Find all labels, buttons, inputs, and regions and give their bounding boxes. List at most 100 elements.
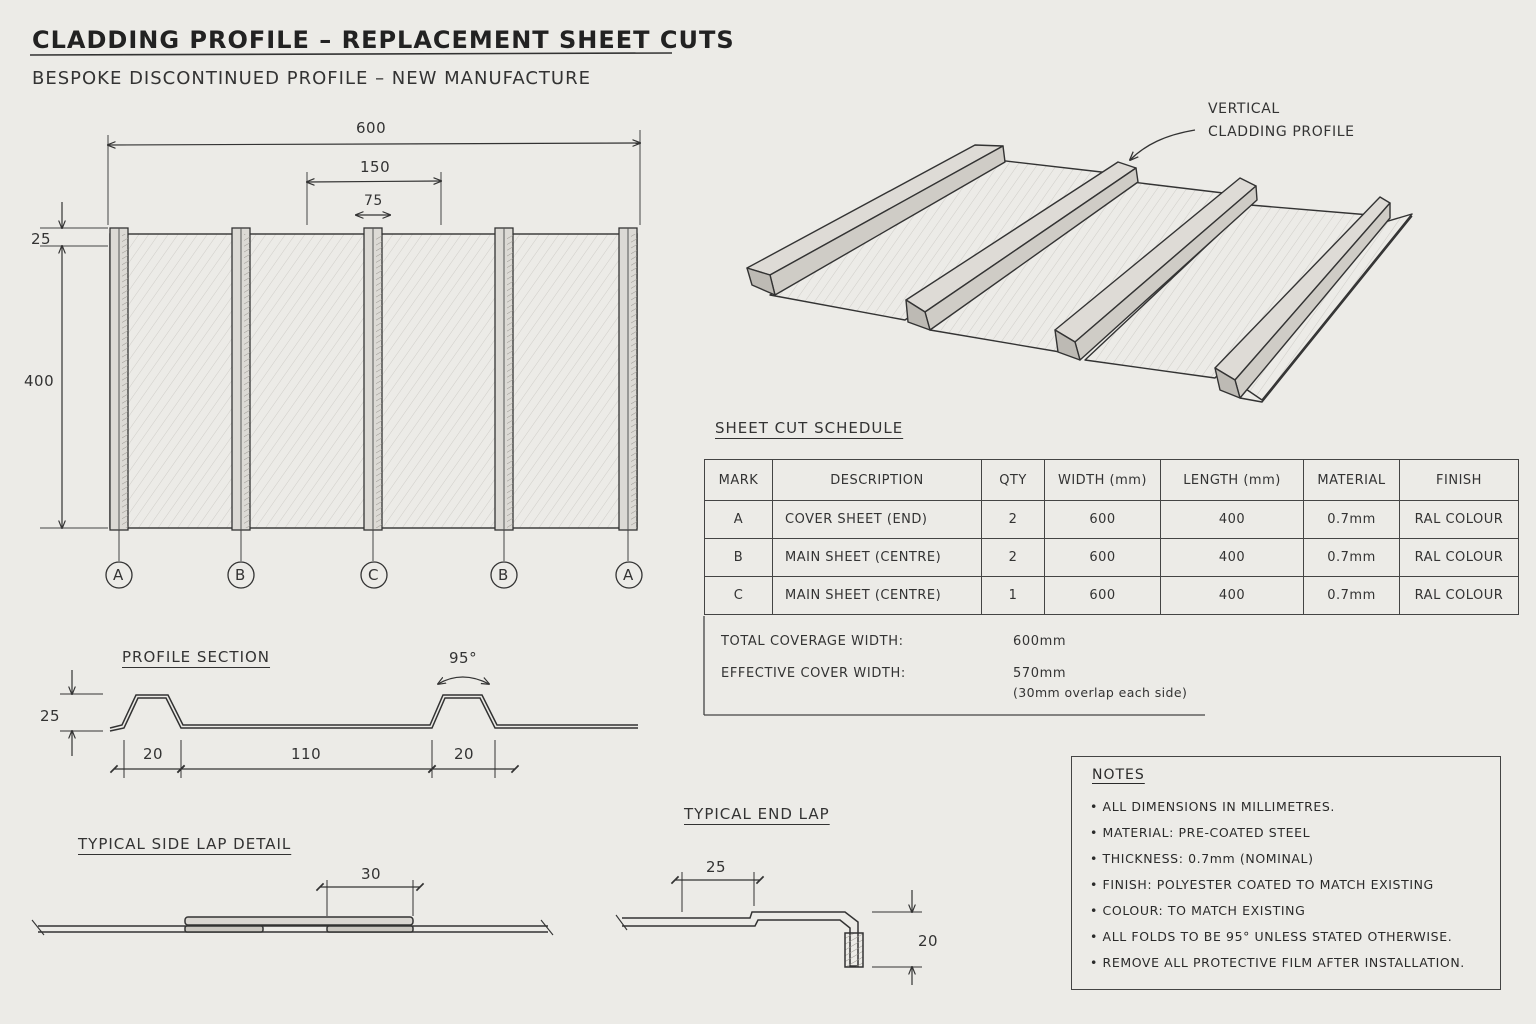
profile-angle: 95°: [449, 649, 478, 667]
grid-mark-1: A: [113, 566, 124, 584]
grid-mark-5: A: [623, 566, 634, 584]
col-finish: FINISH: [1399, 459, 1519, 501]
grid-leaders: [118, 530, 629, 561]
dim-line-150: [307, 181, 441, 182]
title-underline: [29, 52, 673, 56]
angle-arc: [438, 676, 489, 684]
table-row: A COVER SHEET (END) 2 600 400 0.7mm RAL …: [704, 500, 1519, 539]
note-item: FINISH: POLYESTER COATED TO MATCH EXISTI…: [1090, 875, 1465, 901]
total-coverage-label: TOTAL COVERAGE WIDTH:: [721, 634, 904, 649]
profile-dim-left: 20: [143, 745, 164, 763]
effective-cover-label: EFFECTIVE COVER WIDTH:: [721, 666, 906, 681]
side-lap-drawing: [31, 880, 554, 936]
col-length: LENGTH (mm): [1160, 459, 1304, 501]
isometric-profile-view: [746, 129, 1413, 403]
profile-dim-height: 25: [40, 707, 61, 725]
dim-25: 25: [31, 230, 52, 248]
iso-label-leader: [1130, 129, 1196, 160]
profile-section-drawing: [60, 670, 638, 778]
cell-material: 0.7mm: [1303, 538, 1400, 577]
iso-rib-1: [746, 144, 1006, 296]
cell-width: 600: [1044, 538, 1161, 577]
table-row: B MAIN SHEET (CENTRE) 2 600 400 0.7mm RA…: [704, 538, 1519, 577]
cell-material: 0.7mm: [1303, 500, 1400, 539]
note-item: COLOUR: TO MATCH EXISTING: [1090, 901, 1465, 927]
cell-description: MAIN SHEET (CENTRE): [772, 576, 982, 615]
col-mark: MARK: [704, 459, 773, 501]
col-width: WIDTH (mm): [1044, 459, 1161, 501]
elevation-rib-a-right: [618, 227, 638, 531]
grid-mark-4: B: [498, 566, 509, 584]
cell-qty: 2: [981, 538, 1045, 577]
iso-label-line1: VERTICAL: [1208, 101, 1280, 117]
cell-mark: A: [704, 500, 773, 539]
note-item: ALL FOLDS TO BE 95° UNLESS STATED OTHERW…: [1090, 927, 1465, 953]
note-item: THICKNESS: 0.7mm (NOMINAL): [1090, 849, 1465, 875]
elevation-rib-b-left: [231, 227, 251, 531]
profile-dim-right: 20: [454, 745, 475, 763]
grid-bubble-4: [490, 561, 518, 589]
grid-bubble-2: [227, 561, 255, 589]
profile-dim-middle: 110: [291, 745, 322, 763]
cell-width: 600: [1044, 576, 1161, 615]
dim-400: 400: [24, 372, 55, 390]
cell-description: COVER SHEET (END): [772, 500, 982, 539]
total-coverage-value: 600mm: [1013, 634, 1067, 649]
cell-mark: B: [704, 538, 773, 577]
end-lap-dim-drop: 20: [918, 932, 939, 950]
cell-qty: 2: [981, 500, 1045, 539]
elevation-rib-a-left: [109, 227, 129, 531]
end-lap-dim-lap: 25: [706, 858, 727, 876]
grid-bubble-1: [105, 561, 133, 589]
cell-material: 0.7mm: [1303, 576, 1400, 615]
grid-mark-2: B: [235, 566, 246, 584]
elevation-rib-b-right: [494, 227, 514, 531]
end-lap-drawing: [615, 872, 922, 985]
col-qty: QTY: [981, 459, 1045, 501]
cell-finish: RAL COLOUR: [1399, 538, 1519, 577]
notes-title: NOTES: [1092, 767, 1145, 783]
page-subtitle: BESPOKE DISCONTINUED PROFILE – NEW MANUF…: [32, 68, 591, 89]
cell-length: 400: [1160, 576, 1304, 615]
note-item: MATERIAL: PRE-COATED STEEL: [1090, 823, 1465, 849]
sheet-elevation: [40, 130, 643, 589]
note-item: REMOVE ALL PROTECTIVE FILM AFTER INSTALL…: [1090, 953, 1465, 979]
cell-finish: RAL COLOUR: [1399, 500, 1519, 539]
cell-length: 400: [1160, 538, 1304, 577]
profile-section-title: PROFILE SECTION: [122, 648, 271, 666]
notes-list: ALL DIMENSIONS IN MILLIMETRES. MATERIAL:…: [1090, 797, 1465, 979]
cell-mark: C: [704, 576, 773, 615]
grid-bubble-3: [360, 561, 388, 589]
cell-width: 600: [1044, 500, 1161, 539]
iso-rib-3: [1054, 177, 1258, 361]
summary-box: [703, 616, 1205, 716]
iso-rib-2: [905, 161, 1139, 331]
effective-cover-value: 570mm: [1013, 666, 1067, 681]
schedule-header-row: MARK DESCRIPTION QTY WIDTH (mm) LENGTH (…: [704, 459, 1519, 501]
dim-75: 75: [364, 193, 383, 209]
table-row: C MAIN SHEET (CENTRE) 1 600 400 0.7mm RA…: [704, 576, 1519, 615]
page-title: CLADDING PROFILE – REPLACEMENT SHEET CUT…: [32, 26, 735, 54]
col-description: DESCRIPTION: [772, 459, 982, 501]
effective-cover-note: (30mm overlap each side): [1013, 685, 1188, 700]
schedule-title: SHEET CUT SCHEDULE: [715, 419, 904, 437]
grid-bubble-5: [615, 561, 643, 589]
grid-mark-3: C: [368, 566, 379, 584]
side-lap-title: TYPICAL SIDE LAP DETAIL: [78, 835, 292, 853]
cell-qty: 1: [981, 576, 1045, 615]
iso-label-line2: CLADDING PROFILE: [1208, 124, 1355, 140]
cell-finish: RAL COLOUR: [1399, 576, 1519, 615]
note-item: ALL DIMENSIONS IN MILLIMETRES.: [1090, 797, 1465, 823]
side-lap-dim: 30: [361, 865, 382, 883]
cell-length: 400: [1160, 500, 1304, 539]
notes-panel: NOTES ALL DIMENSIONS IN MILLIMETRES. MAT…: [1071, 756, 1501, 990]
col-material: MATERIAL: [1303, 459, 1400, 501]
elevation-rib-c: [363, 227, 383, 531]
dim-line-600: [108, 143, 640, 145]
dim-600: 600: [356, 119, 387, 137]
dim-150: 150: [360, 158, 391, 176]
cell-description: MAIN SHEET (CENTRE): [772, 538, 982, 577]
sheet-cut-schedule-table: MARK DESCRIPTION QTY WIDTH (mm) LENGTH (…: [704, 459, 1519, 615]
end-lap-title: TYPICAL END LAP: [684, 805, 830, 823]
